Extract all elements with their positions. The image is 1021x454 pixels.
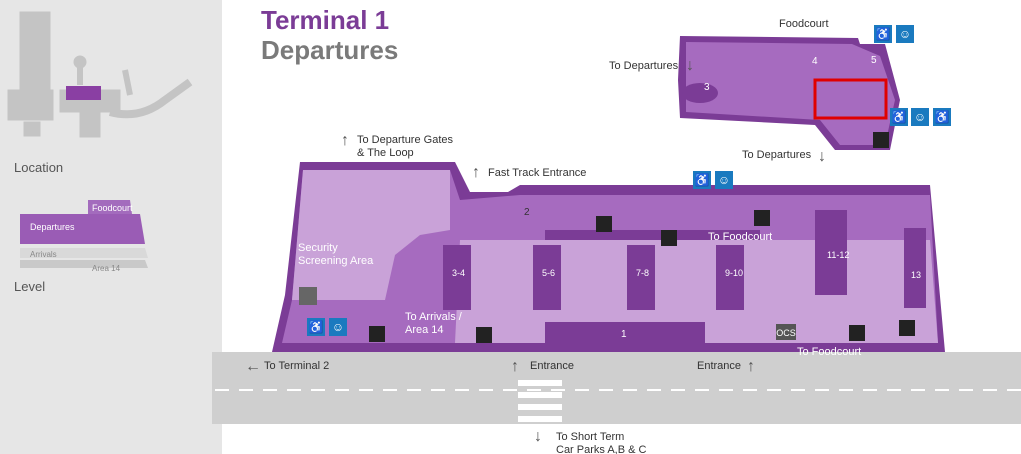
location-minimap: [7, 11, 193, 138]
level-foodcourt: Foodcourt: [92, 203, 133, 213]
ocs-icon: OCS: [776, 324, 796, 340]
fast-track-label: Fast Track Entrance: [488, 167, 586, 179]
to-short-term-label-1: To Short Term: [556, 431, 624, 443]
zone-label: 1: [621, 329, 627, 340]
zone-label: 4: [812, 56, 818, 67]
svg-text:☺: ☺: [718, 173, 730, 187]
security-label-2: Screening Area: [298, 255, 374, 267]
entrance-label: Entrance: [530, 360, 574, 372]
security-label-1: Security: [298, 242, 338, 254]
area-title: Departures: [261, 35, 399, 65]
svg-text:☺: ☺: [914, 110, 926, 124]
gate-label: 5-6: [542, 268, 555, 278]
svg-text:↑: ↑: [472, 164, 480, 181]
terminal-title: Terminal 1: [261, 5, 390, 35]
entrance-label: Entrance: [697, 360, 741, 372]
to-departures-right-label: To Departures: [742, 149, 812, 161]
svg-text:OCS: OCS: [776, 328, 796, 338]
level-area-14: Area 14: [92, 264, 121, 273]
to-departure-gates-label-2: & The Loop: [357, 147, 414, 159]
to-departure-gates-label-1: To Departure Gates: [357, 134, 453, 146]
level-arrivals: Arrivals: [30, 250, 57, 259]
svg-text:↓: ↓: [686, 57, 694, 74]
to-arrivals-label-2: Area 14: [405, 324, 444, 336]
toilet-icon: ♿: [874, 25, 892, 43]
zone-label: 2: [524, 207, 530, 218]
toilet-icon: ♿: [693, 171, 711, 189]
svg-text:♿: ♿: [892, 110, 907, 124]
svg-text:♿: ♿: [309, 320, 324, 334]
level-stack: [20, 200, 148, 268]
foodcourt-label: Foodcourt: [779, 18, 829, 30]
svg-text:♿: ♿: [876, 27, 891, 41]
foodcourt-floor: [678, 36, 900, 150]
svg-text:☺: ☺: [899, 27, 911, 41]
to-departures-top-label: To Departures: [609, 60, 679, 72]
arrow-down-icon: ↓ ↓ ↓: [534, 57, 826, 445]
escalator-icon: [476, 210, 865, 343]
to-terminal-2-label: To Terminal 2: [264, 360, 329, 372]
gate-label: 7-8: [636, 268, 649, 278]
gate-label: 13: [911, 270, 921, 280]
accessible-icon: ♿: [933, 108, 951, 126]
svg-text:↓: ↓: [818, 148, 826, 165]
walking-person-icon: [299, 287, 317, 305]
you-are-here-marker: [813, 78, 888, 120]
svg-text:↑: ↑: [511, 358, 519, 375]
svg-text:←: ←: [245, 358, 261, 375]
svg-text:↑: ↑: [341, 132, 349, 149]
to-short-term-label-2: Car Parks A,B & C: [556, 444, 647, 454]
gate-label: 3-4: [452, 268, 465, 278]
to-foodcourt-label: To Foodcourt: [797, 346, 861, 358]
baby-change-icon: ☺: [329, 318, 347, 336]
svg-text:↓: ↓: [534, 428, 542, 445]
location-label: Location: [14, 160, 64, 175]
svg-text:♿: ♿: [695, 173, 710, 187]
svg-text:☺: ☺: [332, 320, 344, 334]
level-departures: Departures: [30, 222, 75, 232]
to-arrivals-label-1: To Arrivals /: [405, 311, 463, 323]
to-foodcourt-label: To Foodcourt: [708, 231, 772, 243]
baby-change-icon: ☺: [911, 108, 929, 126]
baby-change-icon: ☺: [896, 25, 914, 43]
svg-text:♿: ♿: [935, 110, 950, 124]
arrow-left-icon: ←: [245, 358, 261, 375]
gate-piers: [443, 210, 926, 344]
road: [212, 352, 1021, 424]
gate-label: 9-10: [725, 268, 743, 278]
zone-label: 3: [704, 82, 710, 93]
zone-label: 5: [871, 55, 877, 66]
gate-label: 11-12: [827, 250, 849, 260]
location-marker: [66, 86, 101, 100]
level-label: Level: [14, 279, 46, 294]
svg-text:↑: ↑: [747, 358, 755, 375]
arrow-up-icon: ↑ ↑ ↑ ↑: [341, 132, 755, 375]
toilet-icon: ♿: [890, 108, 908, 126]
baby-change-icon: ☺: [715, 171, 733, 189]
toilet-icon: ♿: [307, 318, 325, 336]
lift-icon: [369, 132, 915, 342]
